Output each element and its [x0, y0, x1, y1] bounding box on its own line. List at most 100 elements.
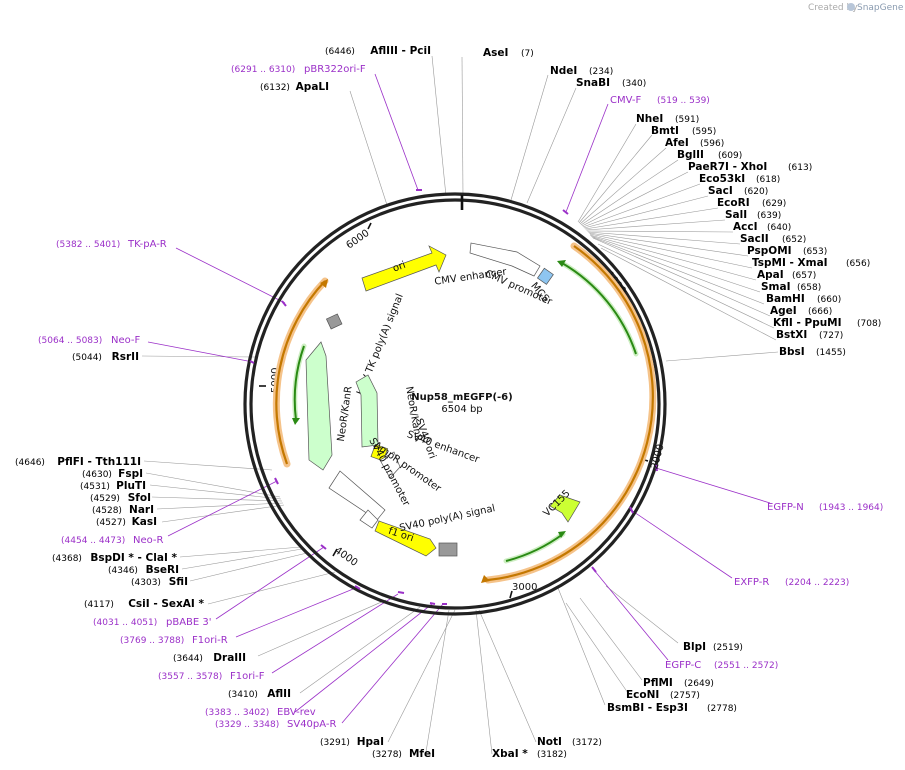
enzyme-position: (2778)	[707, 704, 737, 714]
enzyme-label: CsiI - SexAI *	[128, 598, 204, 610]
enzyme-label: BamHI	[766, 293, 805, 305]
primer-range: (3329 .. 3348)	[215, 720, 279, 730]
feature-hsv-tk-polya	[325, 313, 343, 330]
enzyme-position: (5044)	[72, 353, 102, 363]
enzyme-position: (3278)	[372, 750, 402, 760]
enzyme-position: (656)	[846, 259, 870, 269]
enzyme-label: SalI	[725, 209, 747, 221]
enzyme-position: (4528)	[92, 506, 122, 516]
enzyme-position: (629)	[762, 199, 786, 209]
enzyme-label: PspOMI	[747, 245, 792, 257]
green-arrow-left	[293, 345, 305, 421]
primer-label: pBR322ori-F	[304, 64, 366, 75]
enzyme-position: (652)	[782, 235, 806, 245]
enzyme-label: MfeI	[409, 748, 435, 760]
enzyme-position: (609)	[718, 151, 742, 161]
primer-label: F1ori-R	[192, 635, 228, 646]
feature-sv40-polya	[438, 542, 458, 557]
enzyme-label: RsrII	[112, 351, 139, 363]
primer-range: (3769 .. 3788)	[120, 636, 184, 646]
feature-ampr-promoter	[359, 509, 379, 529]
primer-leader-lines	[147, 73, 771, 724]
primer-label: SV40pA-R	[287, 719, 336, 730]
tick-label-4000: 4000	[332, 545, 359, 569]
enzyme-leader-lines	[141, 55, 779, 755]
enzyme-position: (3410)	[228, 690, 258, 700]
enzyme-label: BbsI	[779, 346, 805, 358]
enzyme-position: (4346)	[108, 566, 138, 576]
enzyme-label: AflII	[267, 688, 291, 700]
enzyme-position: (596)	[700, 139, 724, 149]
green-arrow-upper-highlight	[559, 260, 639, 357]
enzyme-label: ApaI	[757, 269, 784, 281]
enzyme-position: (613)	[788, 163, 812, 173]
enzyme-position: (340)	[622, 79, 646, 89]
enzyme-position: (234)	[589, 67, 613, 77]
primer-range: (3557 .. 3578)	[158, 672, 222, 682]
primer-range: (5382 .. 5401)	[56, 240, 120, 250]
primer-range: (2551 .. 2572)	[714, 661, 778, 671]
enzyme-label: Eco53kI	[699, 173, 745, 185]
enzyme-label: BsmBI - Esp3I	[607, 702, 688, 714]
primer-label: EGFP-N	[767, 502, 804, 513]
green-arrow-upper	[561, 262, 637, 355]
enzyme-label: SfoI	[128, 492, 151, 504]
enzyme-label: PaeR7I - XhoI	[688, 161, 767, 173]
enzyme-label: AccI	[733, 221, 757, 233]
enzyme-label: NheI	[636, 113, 663, 125]
primer-label: pBABE 3'	[166, 617, 212, 628]
feature-cmv	[469, 242, 541, 277]
primer-label: Neo-R	[133, 535, 164, 546]
enzyme-label: NotI	[537, 736, 562, 748]
enzyme-label: BmtI	[651, 125, 679, 137]
enzyme-label: SnaBI	[576, 77, 610, 89]
enzyme-position: (4368)	[52, 554, 82, 564]
feature-sv40-polya-label: SV40 poly(A) signal	[398, 503, 496, 534]
enzyme-label: BlpI	[683, 641, 706, 653]
enzyme-labels-left: (6446) AflIII - PciI (6132) ApaLI (5044)…	[15, 45, 435, 760]
feature-mcs	[536, 267, 554, 285]
feature-neo-outer-label: NeoR/KanR	[336, 385, 355, 442]
enzyme-label: BstXI	[776, 329, 807, 341]
tick-label-3000: 3000	[512, 582, 537, 593]
enzyme-position: (1455)	[816, 348, 846, 358]
backbone-inner	[249, 198, 661, 610]
enzyme-position: (660)	[817, 295, 841, 305]
enzyme-position: (2649)	[684, 679, 714, 689]
enzyme-label: PflFI - Tth111I	[57, 456, 141, 468]
egfp-orf-line	[487, 245, 654, 582]
neo-orf-line	[275, 280, 326, 465]
enzyme-position: (727)	[819, 331, 843, 341]
enzyme-position: (653)	[803, 247, 827, 257]
enzyme-label: KflI - PpuMI	[773, 317, 842, 329]
neo-orf-arrowhead	[320, 279, 328, 288]
enzyme-labels-right: AseI (7) NdeI (234) SnaBI (340) NheI (59…	[483, 47, 881, 760]
enzyme-position: (7)	[521, 49, 534, 59]
enzyme-position: (3644)	[173, 654, 203, 664]
enzyme-position: (620)	[744, 187, 768, 197]
primer-range: (2204 .. 2223)	[785, 578, 849, 588]
enzyme-label: AfeI	[665, 137, 689, 149]
snapgene-watermark: Created by SnapGene	[808, 3, 904, 13]
primer-range: (4031 .. 4051)	[93, 618, 157, 628]
primer-range: (6291 .. 6310)	[231, 65, 295, 75]
snapgene-logo-icon	[847, 3, 855, 11]
primer-range: (4454 .. 4473)	[61, 536, 125, 546]
feature-ori	[361, 245, 447, 292]
feature-sv40-promoter	[328, 470, 386, 521]
feature-sv40-enhancer	[379, 451, 401, 479]
primer-range: (3383 .. 3402)	[205, 708, 269, 718]
feature-vc155	[549, 494, 581, 523]
enzyme-position: (4117)	[84, 600, 114, 610]
enzyme-label: NdeI	[550, 65, 577, 77]
enzyme-label: BseRI	[146, 564, 179, 576]
enzyme-label: PluTI	[116, 480, 146, 492]
enzyme-position: (666)	[808, 307, 832, 317]
primer-label: CMV-F	[610, 95, 641, 106]
primer-labels: (6291 .. 6310) pBR322ori-F CMV-F (519 ..…	[38, 64, 883, 730]
enzyme-label: HpaI	[357, 736, 384, 748]
plasmid-length: 6504 bp	[441, 404, 482, 415]
enzyme-label: FspI	[118, 468, 143, 480]
enzyme-label: PflMI	[643, 677, 673, 689]
